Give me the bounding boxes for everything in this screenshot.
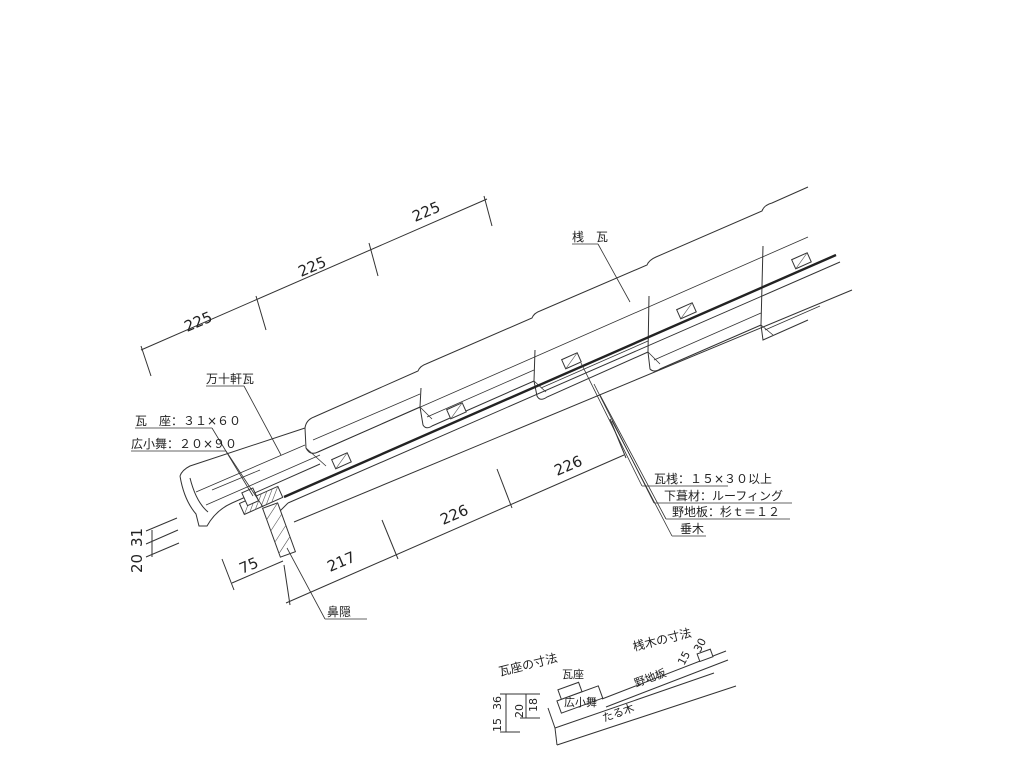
detail-drawing [500, 648, 737, 746]
dim-31: 31 [128, 528, 146, 547]
eave-blocks [238, 485, 297, 558]
dim-225-3: 225 [410, 198, 443, 226]
leader-lines [131, 243, 792, 620]
label-hirokomai: 広小舞：２０×９０ [131, 437, 237, 451]
dim-75: 75 [237, 554, 262, 578]
label-kawarasan: 瓦桟：１５×３０以上 [654, 472, 772, 486]
label-manjugawara: 万十軒瓦 [206, 372, 254, 386]
roof-tiles [304, 186, 821, 467]
label-kawaraza: 瓦 座：３１×６０ [135, 413, 241, 428]
detail-dim-36: 36 [491, 696, 504, 710]
label-hanakakushi: 鼻隠 [327, 604, 351, 619]
label-sankawara: 桟 瓦 [572, 230, 608, 244]
dim-226-2: 226 [552, 452, 585, 480]
dim-225-1: 225 [182, 308, 215, 336]
detail-dim-18: 18 [527, 698, 540, 712]
detail-label-taruki: たる木 [601, 701, 636, 725]
label-nojiita: 野地板：杉ｔ＝１２ [672, 505, 780, 519]
label-shitabuki: 下葺材：ルーフィング [664, 489, 783, 503]
bottom-dimension-line [221, 418, 627, 606]
detail-dim-15b: 15 [675, 649, 693, 667]
dim-20: 20 [128, 554, 146, 573]
detail-dim-15: 15 [491, 718, 504, 732]
detail-label-hirokomai: 広小舞 [564, 696, 597, 709]
detail-dim-30: 30 [691, 636, 709, 654]
underlayment-and-sheathing [275, 253, 853, 523]
detail-dim-20: 20 [513, 704, 526, 718]
top-dimension-line [140, 195, 493, 377]
dim-217: 217 [325, 548, 358, 576]
tile-battens [330, 252, 812, 470]
label-taruki: 垂木 [680, 522, 704, 536]
left-dimension [145, 517, 180, 558]
detail-title-sangi: 桟木の寸法 [631, 626, 693, 654]
detail-title-kawaraza: 瓦座の寸法 [497, 650, 559, 679]
eave-tile [179, 427, 321, 527]
dim-225-2: 225 [296, 253, 329, 281]
detail-label-nojiita: 野地板 [632, 665, 668, 689]
detail-label-kawaraza: 瓦座 [562, 667, 584, 681]
